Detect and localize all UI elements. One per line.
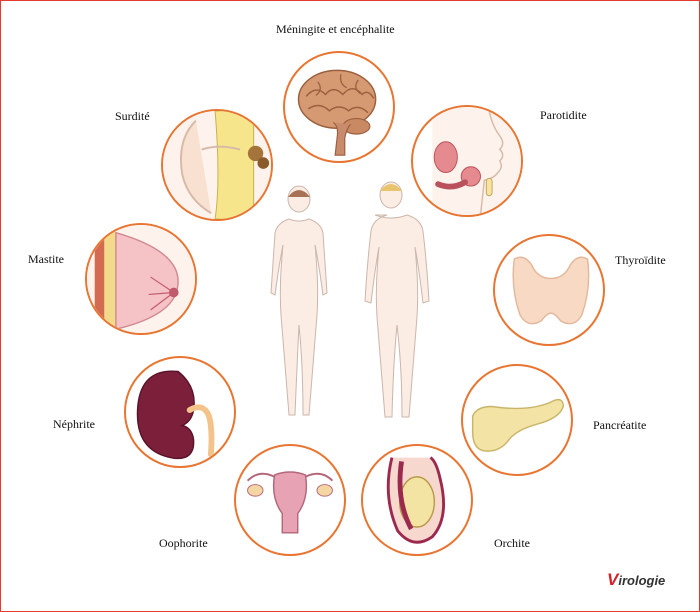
label-thyroidite: Thyroïdite: [615, 253, 666, 268]
label-meningite: Méningite et encéphalite: [276, 22, 395, 37]
pancreas-circle: [461, 364, 573, 476]
label-surdite: Surdité: [115, 109, 150, 124]
brain-circle: [283, 51, 395, 163]
ear-icon: [163, 111, 271, 219]
male-figure: [341, 179, 441, 441]
thyroid-icon: [495, 236, 603, 344]
brain-icon: [285, 53, 393, 161]
kidney-circle: [124, 356, 236, 468]
thyroid-circle: [493, 234, 605, 346]
breast-icon: [87, 225, 195, 333]
label-pancreatite: Pancréatite: [593, 418, 646, 433]
label-mastite: Mastite: [28, 252, 64, 267]
testis-circle: [361, 444, 473, 556]
breast-circle: [85, 223, 197, 335]
kidney-icon: [126, 358, 234, 466]
pancreas-icon: [463, 366, 571, 474]
ear-circle: [161, 109, 273, 221]
label-oophorite: Oophorite: [159, 536, 208, 551]
testis-icon: [363, 446, 471, 554]
uterus-ovaries-icon: [236, 446, 344, 554]
virologie-logo: Virologie: [607, 570, 665, 590]
uterus-circle: [234, 444, 346, 556]
label-nephrite: Néphrite: [53, 417, 95, 432]
label-parotidite: Parotidite: [540, 108, 587, 123]
male-body-icon: [341, 179, 441, 441]
label-orchite: Orchite: [494, 536, 530, 551]
